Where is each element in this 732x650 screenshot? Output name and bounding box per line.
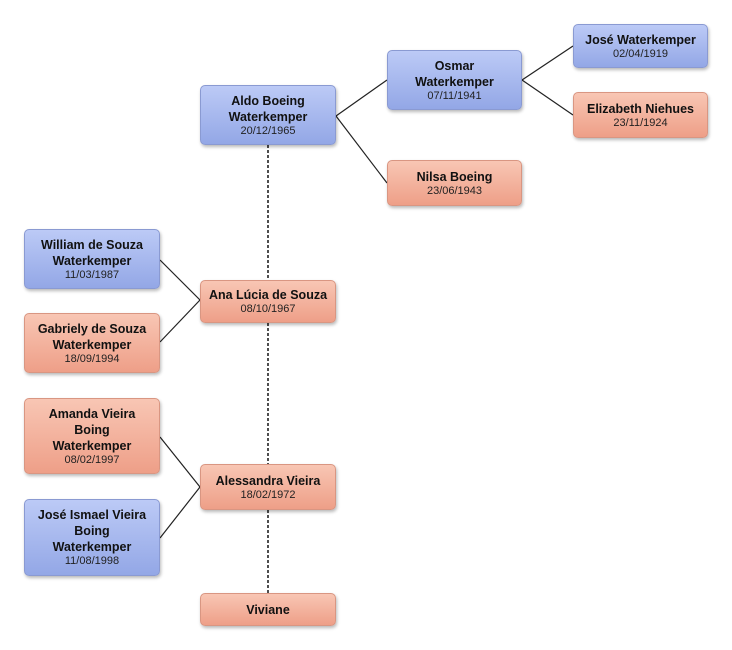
person-date: 18/02/1972 [240,488,296,501]
person-elizabeth[interactable]: Elizabeth Niehues 23/11/1924 [573,92,708,138]
person-name: Elizabeth Niehues [587,101,694,116]
link-ana-gabriely [159,299,201,343]
person-date: 11/08/1998 [64,555,120,567]
person-name: Osmar Waterkemper [415,58,494,89]
link-alessandra-jose-ismael [159,486,201,539]
person-gabriely[interactable]: Gabriely de Souza Waterkemper 18/09/1994 [24,313,160,373]
person-name: Nilsa Boeing [416,169,493,184]
link-aldo-osmar [335,79,388,117]
link-ana-william [159,259,201,301]
person-name: José Ismael Vieira Boing Waterkemper [37,508,147,554]
person-osmar[interactable]: Osmar Waterkemper 07/11/1941 [387,50,522,110]
person-nilsa[interactable]: Nilsa Boeing 23/06/1943 [387,160,522,206]
person-name: Viviane [246,602,290,617]
link-osmar-jose [521,45,574,81]
person-name: Alessandra Vieira [215,473,321,488]
person-name: William de Souza Waterkemper [41,237,143,268]
person-date: 18/09/1994 [64,352,120,365]
person-name: Amanda Vieira Boing Waterkemper [48,406,136,453]
person-name: José Waterkemper [585,32,696,47]
person-aldo[interactable]: Aldo Boeing Waterkemper 20/12/1965 [200,85,336,145]
person-jose-ismael[interactable]: José Ismael Vieira Boing Waterkemper 11/… [24,499,160,576]
link-osmar-elizabeth [521,79,574,116]
person-date: 20/12/1965 [240,124,296,137]
person-name: Ana Lúcia de Souza [208,288,328,302]
person-name: Gabriely de Souza Waterkemper [37,321,147,352]
person-date: 02/04/1919 [612,47,669,60]
person-date: 23/11/1924 [613,116,668,129]
person-amanda[interactable]: Amanda Vieira Boing Waterkemper 08/02/19… [24,398,160,474]
person-date: 07/11/1941 [427,89,482,102]
person-date: 08/02/1997 [64,453,120,466]
person-name: Aldo Boeing Waterkemper [228,93,308,124]
person-date: 08/10/1967 [240,303,296,315]
link-aldo-nilsa [335,115,388,184]
link-alessandra-amanda [159,436,201,488]
person-date: 23/06/1943 [426,184,483,197]
person-alessandra[interactable]: Alessandra Vieira 18/02/1972 [200,464,336,510]
person-ana-lucia[interactable]: Ana Lúcia de Souza 08/10/1967 [200,280,336,323]
person-date: 11/03/1987 [64,268,120,281]
person-jose-waterkemper[interactable]: José Waterkemper 02/04/1919 [573,24,708,68]
person-viviane[interactable]: Viviane [200,593,336,626]
person-william[interactable]: William de Souza Waterkemper 11/03/1987 [24,229,160,289]
